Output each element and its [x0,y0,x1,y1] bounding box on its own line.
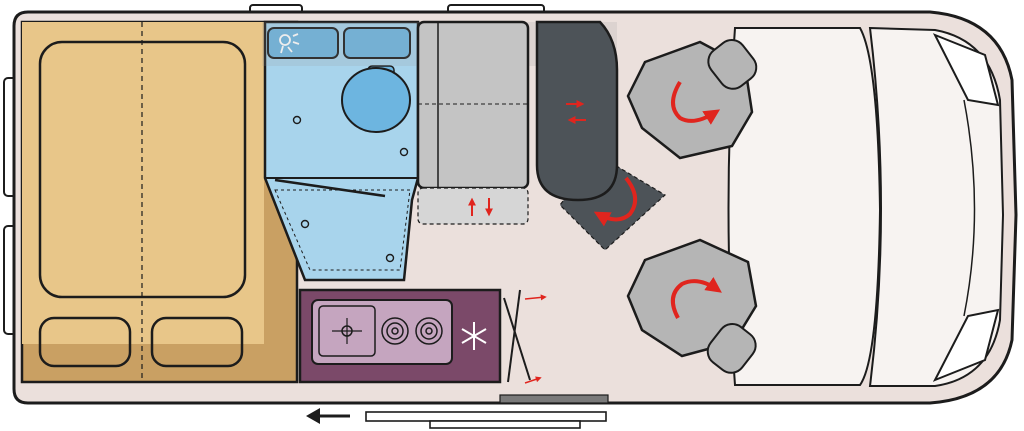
snowflake-icon [461,322,487,350]
kitchen [298,288,502,384]
toilet-icon [341,65,411,133]
swivel-seat-driver [626,39,758,160]
rotate-arrow-icon [671,80,721,125]
wardrobe [416,20,530,225]
dinette-bench [535,20,666,251]
bulb-icon [279,33,300,54]
rotate-arrow-icon [593,176,638,227]
swivel-seat-passenger [626,238,758,374]
direction-arrow-icon [306,408,350,424]
gas-burner-icon [381,317,443,345]
bathroom [263,20,420,282]
slide-arrow-icon [566,100,586,124]
slide-arrow-icon [468,197,493,217]
rear-bed [20,20,299,384]
cab-area [727,26,1005,387]
rotate-arrow-icon [670,277,722,319]
sliding-door [365,289,609,429]
sink-icon [318,305,376,357]
